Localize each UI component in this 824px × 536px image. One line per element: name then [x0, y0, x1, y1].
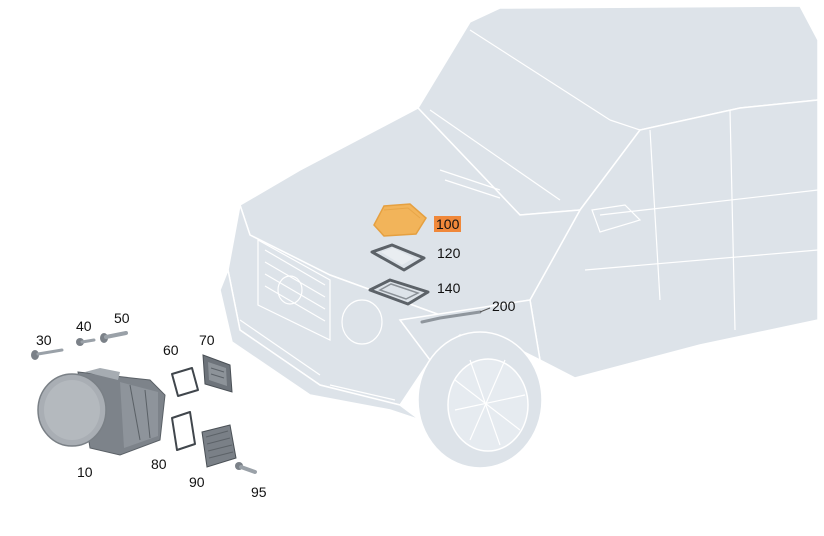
vehicle-details [239, 29, 819, 446]
callout-95[interactable]: 95 [251, 484, 267, 500]
callout-120[interactable]: 120 [437, 245, 461, 261]
vehicle [219, 5, 819, 469]
callout-30[interactable]: 30 [36, 332, 52, 348]
gasket-part-80[interactable] [171, 411, 196, 451]
control-unit-part-70[interactable] [202, 354, 233, 393]
headlamp-part-10[interactable] [37, 368, 166, 456]
callout-60[interactable]: 60 [163, 342, 179, 358]
gasket-part-60[interactable] [171, 367, 199, 397]
callout-40[interactable]: 40 [76, 318, 92, 334]
screw-part-95[interactable] [235, 462, 257, 474]
cover-part-90[interactable] [201, 424, 237, 468]
callout-10[interactable]: 10 [77, 464, 93, 480]
callout-50[interactable]: 50 [114, 310, 130, 326]
callout-70[interactable]: 70 [199, 332, 215, 348]
screw-part-40[interactable] [76, 338, 96, 346]
screw-part-50[interactable] [100, 331, 128, 343]
part-120-gasket[interactable] [370, 243, 426, 272]
callout-140[interactable]: 140 [437, 280, 461, 296]
part-100-housing[interactable] [373, 203, 427, 237]
screw-part-30[interactable] [31, 348, 64, 360]
callout-100[interactable]: 100 [434, 216, 462, 232]
callout-80[interactable]: 80 [151, 456, 167, 472]
leader-line-200 [479, 307, 491, 313]
vehicle-bumper [219, 267, 421, 421]
callout-200[interactable]: 200 [492, 298, 516, 314]
part-140-frame[interactable] [368, 278, 430, 306]
callout-90[interactable]: 90 [189, 474, 205, 490]
side-marker-part-200 [420, 310, 482, 324]
